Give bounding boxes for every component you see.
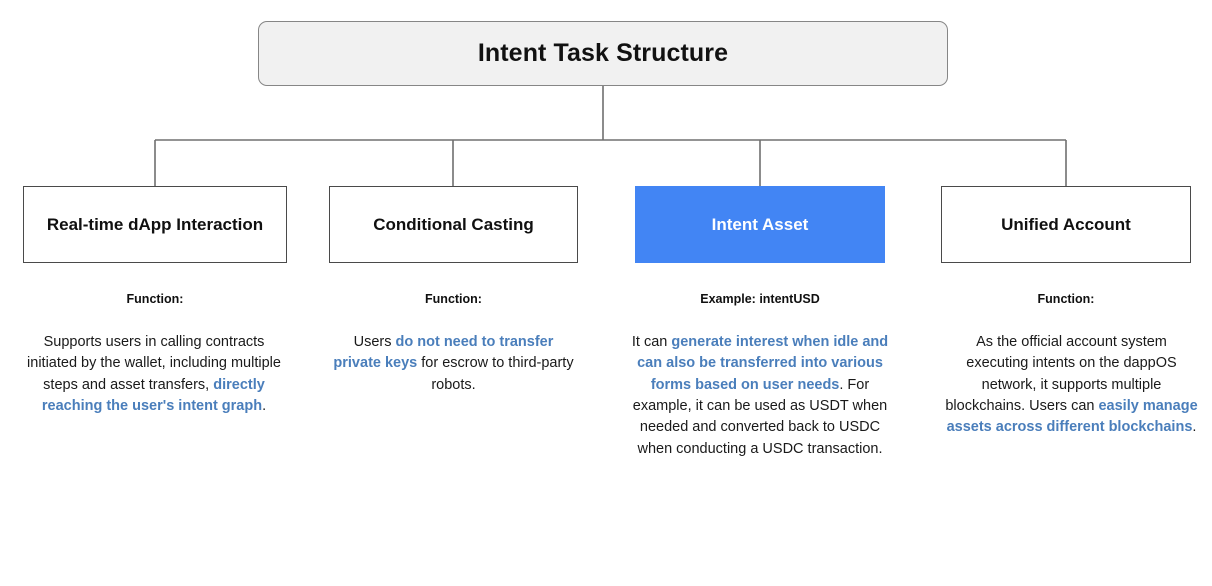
- root-node-title: Intent Task Structure: [477, 39, 729, 67]
- plain-text: Supports users in calling contracts init…: [27, 334, 281, 393]
- body-text: Users do not need to transfer private ke…: [329, 332, 578, 396]
- body-text: As the official account system executing…: [944, 332, 1199, 439]
- plain-text: It can: [631, 334, 672, 350]
- node-box-intent-asset[interactable]: Intent Asset: [635, 186, 885, 263]
- column-unified-account: Unified Account Function: As the officia…: [941, 186, 1198, 439]
- node-box-real-time-dapp-interaction[interactable]: Real-time dApp Interaction: [23, 186, 287, 263]
- root-node[interactable]: Intent Task Structure: [258, 21, 948, 86]
- body-text: Supports users in calling contracts init…: [22, 332, 286, 417]
- emphasized-text: easily manage assets across different bl…: [946, 397, 1198, 436]
- node-title: Unified Account: [1001, 214, 1131, 234]
- emphasized-text: generate interest when idle and can also…: [637, 334, 889, 393]
- section-label: Function:: [425, 292, 482, 306]
- column-conditional-casting: Conditional Casting Function: Users do n…: [329, 186, 578, 396]
- section-label: Function:: [1037, 292, 1095, 306]
- section-label: Example: intentUSD: [700, 292, 820, 306]
- section-label: Function:: [126, 292, 184, 306]
- plain-text: Users: [353, 334, 396, 350]
- body-text: It can generate interest when idle and c…: [630, 332, 890, 460]
- node-title: Conditional Casting: [373, 214, 534, 234]
- emphasized-text: do not need to transfer private keys: [333, 334, 554, 372]
- node-title: Intent Asset: [711, 214, 809, 234]
- plain-text: . For example, it can be used as USDT wh…: [632, 376, 888, 457]
- plain-text: for escrow to third-party robots.: [417, 355, 574, 393]
- node-box-unified-account[interactable]: Unified Account: [941, 186, 1191, 263]
- plain-text: As the official account system executing…: [945, 334, 1177, 414]
- node-title: Real-time dApp Interaction: [46, 214, 264, 234]
- node-box-conditional-casting[interactable]: Conditional Casting: [329, 186, 578, 263]
- plain-text: .: [1192, 419, 1197, 436]
- column-real-time-dapp-interaction: Real-time dApp Interaction Function: Sup…: [23, 186, 287, 417]
- plain-text: .: [262, 397, 267, 414]
- column-intent-asset: Intent Asset Example: intentUSD It can g…: [632, 186, 888, 460]
- emphasized-text: directly reaching the user's intent grap…: [41, 376, 265, 414]
